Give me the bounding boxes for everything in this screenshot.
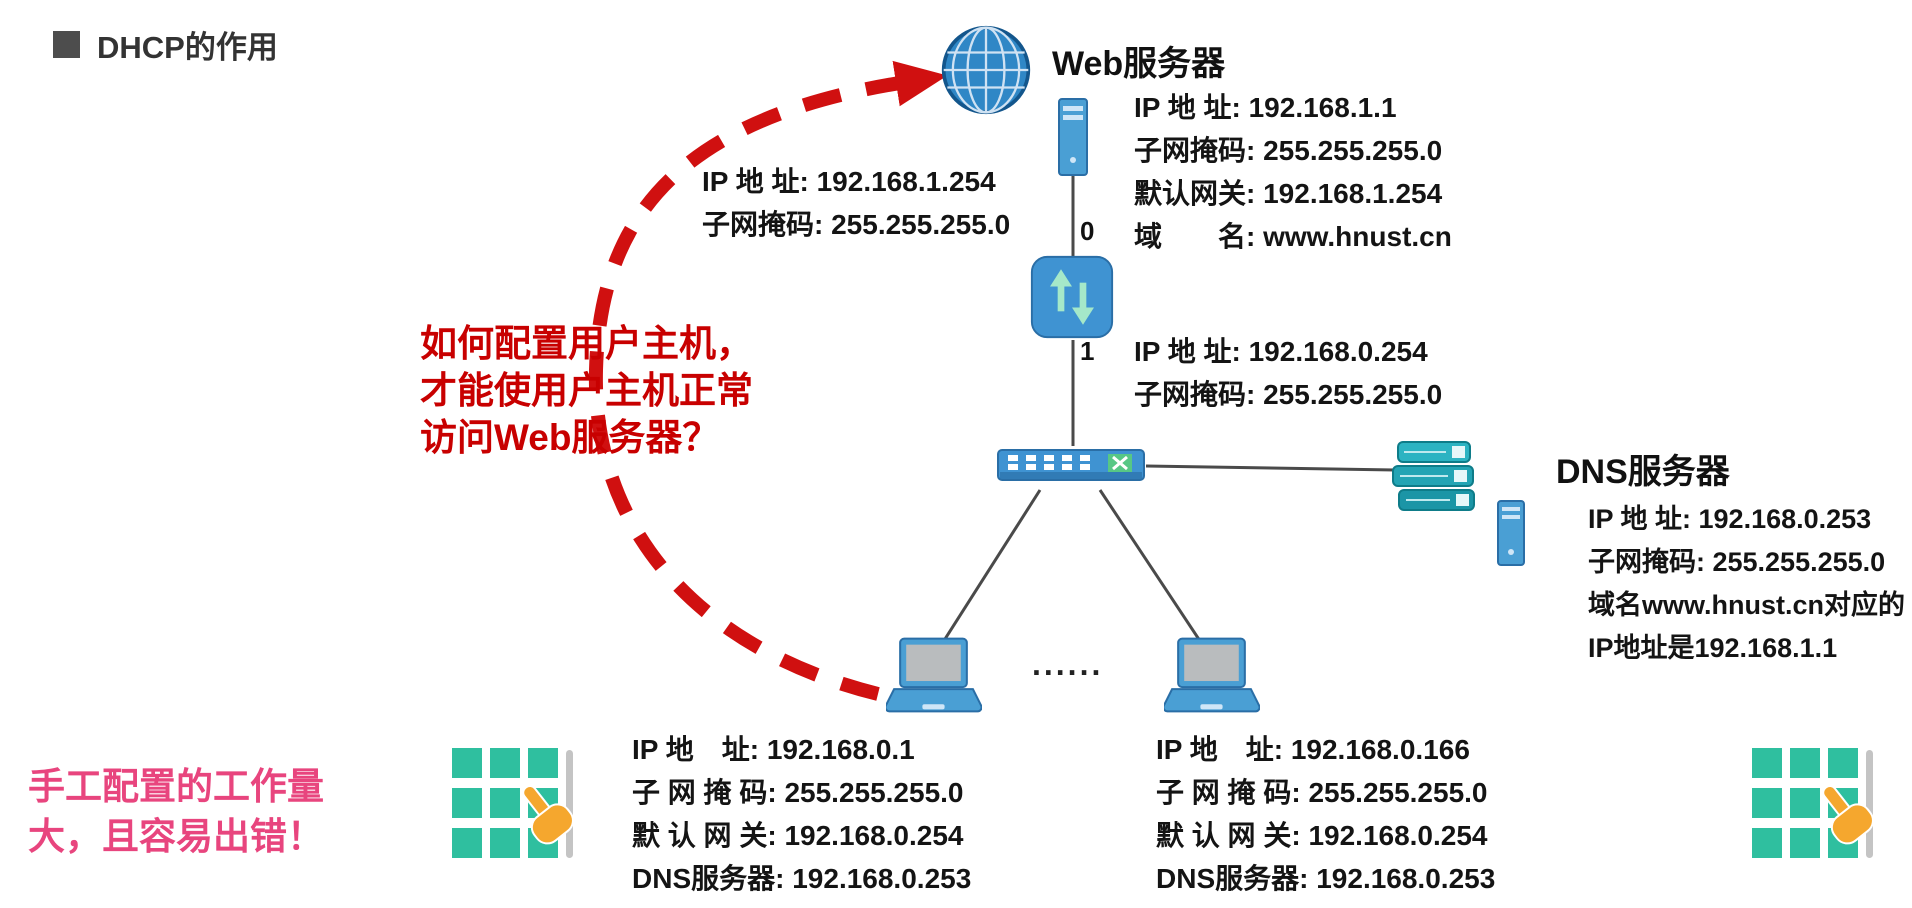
laptop-right-icon bbox=[1164, 637, 1260, 713]
router-if0-details: IP 地 址: 192.168.1.254 子网掩码: 255.255.255.… bbox=[702, 160, 1010, 246]
info-line: 子网掩码: 255.255.255.0 bbox=[702, 209, 1011, 240]
question-line: 如何配置用户主机， bbox=[420, 323, 753, 364]
info-line: IP 地 址: 192.168.0.253 bbox=[1588, 504, 1872, 534]
info-line: 默 认 网 关: 192.168.0.254 bbox=[1156, 820, 1488, 851]
note-text: 手工配置的工作量 大，且容易出错！ bbox=[28, 762, 324, 862]
dns-server-tower-icon bbox=[1497, 500, 1525, 566]
switch-icon bbox=[997, 449, 1145, 481]
info-line: 子网掩码: 255.255.255.0 bbox=[1588, 547, 1886, 577]
config-grid-right-icon bbox=[1752, 748, 1874, 858]
host-right-details: IP 地 址: 192.168.0.166 子 网 掩 码: 255.255.2… bbox=[1156, 728, 1495, 900]
bullet-square-icon bbox=[53, 31, 80, 58]
info-line: IP 地 址: 192.168.0.1 bbox=[632, 734, 915, 765]
laptop-left-icon bbox=[886, 637, 982, 713]
router-icon bbox=[1030, 255, 1114, 339]
note-line: 大，且容易出错！ bbox=[28, 816, 324, 857]
info-line: 默认网关: 192.168.1.254 bbox=[1134, 178, 1443, 209]
info-line: 域 名: www.hnust.cn bbox=[1134, 221, 1452, 252]
info-line: DNS服务器: 192.168.0.253 bbox=[1156, 863, 1496, 894]
dns-server-details: IP 地 址: 192.168.0.253 子网掩码: 255.255.255.… bbox=[1588, 498, 1905, 670]
info-line: IP 地 址: 192.168.0.254 bbox=[1134, 336, 1428, 367]
page-title-text: DHCP的作用 bbox=[97, 30, 278, 65]
info-line: IP 地 址: 192.168.0.166 bbox=[1156, 734, 1470, 765]
info-line: IP 地 址: 192.168.1.254 bbox=[702, 166, 996, 197]
pointer-hand-icon bbox=[1822, 784, 1874, 845]
info-line: 子 网 掩 码: 255.255.255.0 bbox=[632, 777, 964, 808]
web-server-details: IP 地 址: 192.168.1.1 子网掩码: 255.255.255.0 … bbox=[1134, 86, 1452, 258]
dns-server-label: DNS服务器 bbox=[1556, 453, 1730, 491]
note-line: 手工配置的工作量 bbox=[28, 766, 324, 807]
question-line: 访问Web服务器？ bbox=[420, 417, 720, 458]
info-line: 子 网 掩 码: 255.255.255.0 bbox=[1156, 777, 1488, 808]
info-line: 子网掩码: 255.255.255.0 bbox=[1134, 379, 1443, 410]
question-line: 才能使用户主机正常 bbox=[420, 370, 753, 411]
hosts-separator: ...... bbox=[1032, 646, 1104, 682]
info-line: 域名www.hnust.cn对应的 bbox=[1588, 590, 1905, 620]
router-port0-label: 0 bbox=[1080, 216, 1095, 246]
page-title: DHCP的作用 bbox=[53, 22, 278, 67]
info-line: DNS服务器: 192.168.0.253 bbox=[632, 863, 972, 894]
host-left-details: IP 地 址: 192.168.0.1 子 网 掩 码: 255.255.255… bbox=[632, 728, 971, 900]
router-port1-label: 1 bbox=[1080, 336, 1095, 366]
globe-icon bbox=[941, 25, 1031, 115]
web-server-label: Web服务器 bbox=[1052, 45, 1226, 83]
info-line: 子网掩码: 255.255.255.0 bbox=[1134, 135, 1443, 166]
pointer-hand-icon bbox=[522, 784, 574, 845]
info-line: 默 认 网 关: 192.168.0.254 bbox=[632, 820, 964, 851]
books-icon bbox=[1392, 441, 1475, 511]
info-line: IP 地 址: 192.168.1.1 bbox=[1134, 92, 1397, 123]
web-server-tower-icon bbox=[1058, 98, 1088, 176]
router-if1-details: IP 地 址: 192.168.0.254 子网掩码: 255.255.255.… bbox=[1134, 330, 1442, 416]
info-line: IP地址是192.168.1.1 bbox=[1588, 633, 1838, 663]
config-grid-left-icon bbox=[452, 748, 574, 858]
question-text: 如何配置用户主机， 才能使用户主机正常 访问Web服务器？ bbox=[420, 320, 753, 461]
